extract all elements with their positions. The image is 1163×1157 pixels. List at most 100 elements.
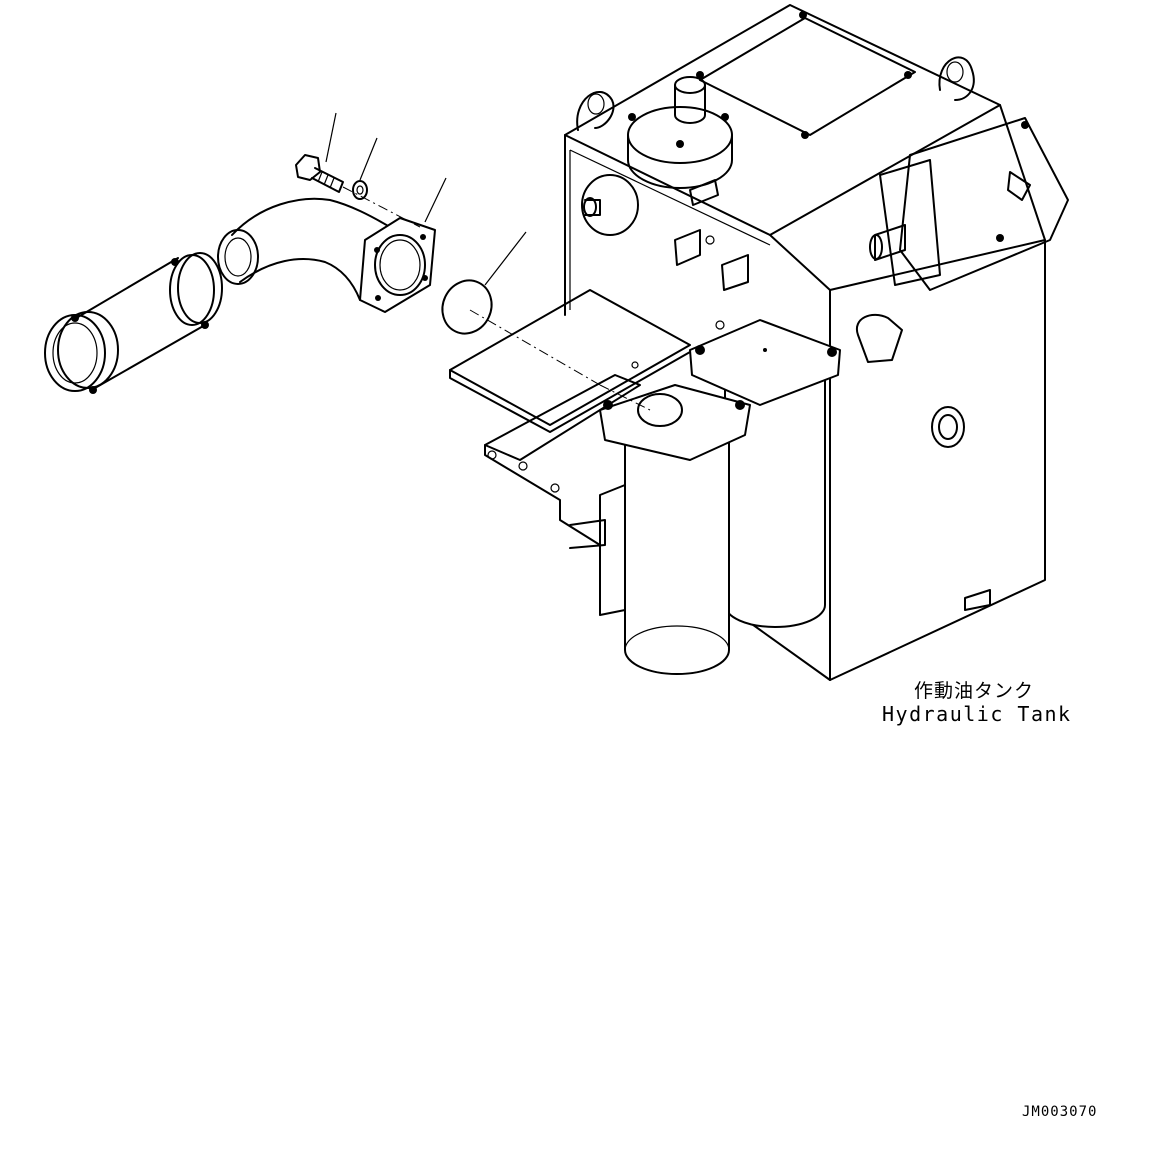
plate-hole bbox=[715, 320, 725, 330]
side-cover-plate bbox=[899, 117, 1069, 291]
filter-head-center bbox=[763, 348, 767, 352]
bolt-thread bbox=[323, 174, 329, 186]
lifting-eye-right-hole bbox=[946, 61, 964, 83]
front-filter-bottom bbox=[624, 625, 730, 675]
sight-gauge bbox=[931, 406, 965, 448]
breather-stem bbox=[674, 84, 706, 124]
bolt-thread bbox=[329, 177, 335, 189]
cover-bolt bbox=[799, 11, 807, 19]
assembly-centerlines bbox=[342, 186, 651, 411]
side-port-stub bbox=[584, 199, 601, 216]
elbow-tube bbox=[217, 197, 436, 313]
bolt-thread bbox=[317, 171, 323, 183]
elbow-flange-port bbox=[374, 234, 426, 296]
part-name-en-label: Hydraulic Tank bbox=[882, 702, 1072, 726]
plate-hole bbox=[487, 450, 497, 460]
cover-bolt bbox=[904, 71, 912, 79]
hose-top-edge bbox=[77, 257, 179, 318]
plate-hole bbox=[550, 483, 560, 493]
elbow-flange-bore bbox=[379, 239, 421, 291]
lower-plate-edge bbox=[484, 444, 601, 546]
filler-bolt bbox=[628, 113, 636, 121]
hose-clamp-near bbox=[57, 311, 119, 389]
plate-hole bbox=[518, 461, 528, 471]
elbow-upper bbox=[231, 197, 396, 236]
bracket-hole bbox=[705, 235, 715, 245]
drain-plug bbox=[964, 589, 991, 611]
part-name-jp-label: 作動油タンク bbox=[914, 680, 1035, 702]
rear-filter-head bbox=[689, 319, 841, 406]
hose-end bbox=[44, 314, 106, 392]
flange-hole bbox=[422, 275, 428, 281]
hose-end-bore bbox=[52, 322, 98, 384]
clamp-screw bbox=[171, 258, 179, 266]
tank-right-face bbox=[829, 239, 1046, 681]
hose-assembly bbox=[44, 252, 223, 394]
front-filter-canister bbox=[624, 439, 730, 675]
side-cover-fitting bbox=[1007, 171, 1031, 201]
lifting-eye-right bbox=[938, 56, 975, 101]
filter-head-bolt bbox=[603, 400, 613, 410]
side-port-boss bbox=[581, 174, 639, 236]
flange-hole bbox=[420, 234, 426, 240]
tank-right-top-edge bbox=[999, 104, 1046, 241]
bracket bbox=[674, 229, 701, 266]
washer bbox=[352, 180, 368, 200]
bolt-leader bbox=[325, 112, 337, 163]
filler-bolt bbox=[721, 113, 729, 121]
upper-plate-edge bbox=[449, 351, 691, 433]
filler-bolt bbox=[676, 140, 684, 148]
filler-flange bbox=[627, 106, 733, 164]
elbow-open-end bbox=[217, 229, 259, 285]
o-ring bbox=[441, 279, 493, 335]
hose-clamp-far-outer bbox=[177, 252, 223, 324]
clamp-screw bbox=[71, 314, 79, 322]
flange-hole bbox=[374, 247, 380, 253]
bolt-centerline bbox=[342, 186, 421, 228]
washer-hole bbox=[356, 185, 364, 195]
side-cover-pipe-end bbox=[869, 234, 883, 260]
elbow-bore bbox=[224, 237, 252, 277]
filler-body bbox=[627, 134, 733, 189]
elbow-leader bbox=[424, 177, 447, 223]
side-cover-bolt bbox=[1021, 121, 1029, 129]
bracket bbox=[721, 254, 749, 291]
filter-bracket bbox=[599, 484, 626, 616]
clamp-screw bbox=[89, 386, 97, 394]
flange-centerline bbox=[469, 309, 601, 386]
filter-bracket-arm bbox=[569, 519, 606, 549]
tank-top-rim bbox=[569, 149, 771, 246]
level-sensor bbox=[855, 313, 903, 363]
exploded-parts bbox=[44, 154, 493, 394]
drawing-code-label: JM003070 bbox=[1022, 1104, 1098, 1120]
leader-lines bbox=[325, 112, 527, 286]
elbow-flange bbox=[359, 217, 436, 313]
breather-cap bbox=[674, 76, 706, 94]
side-cover-housing bbox=[879, 159, 941, 286]
flange-hole bbox=[375, 295, 381, 301]
elbow-lower bbox=[239, 258, 361, 301]
lower-mounting-plate bbox=[484, 374, 641, 461]
side-cover-pipe bbox=[874, 224, 906, 261]
washer-leader bbox=[359, 137, 378, 181]
plate-hole bbox=[631, 361, 639, 369]
filter-head-bolt bbox=[695, 345, 705, 355]
bracket bbox=[689, 179, 719, 206]
bolt bbox=[295, 154, 344, 193]
lifting-eye-left-hole bbox=[587, 93, 605, 115]
sight-gauge-window bbox=[938, 414, 958, 440]
filter-head-bolt bbox=[827, 347, 837, 357]
filter-head-bolt bbox=[735, 400, 745, 410]
bolt-shank bbox=[311, 167, 344, 193]
clamp-screw bbox=[201, 321, 209, 329]
cover-bolt bbox=[696, 71, 704, 79]
flange-centerline bbox=[599, 384, 651, 411]
side-port-face bbox=[583, 197, 597, 217]
upper-mounting-plate bbox=[449, 289, 691, 426]
bolt-head bbox=[295, 154, 321, 181]
side-cover-bolt bbox=[996, 234, 1004, 242]
mounting-plates bbox=[449, 289, 725, 546]
hose-bottom-edge bbox=[94, 324, 206, 389]
